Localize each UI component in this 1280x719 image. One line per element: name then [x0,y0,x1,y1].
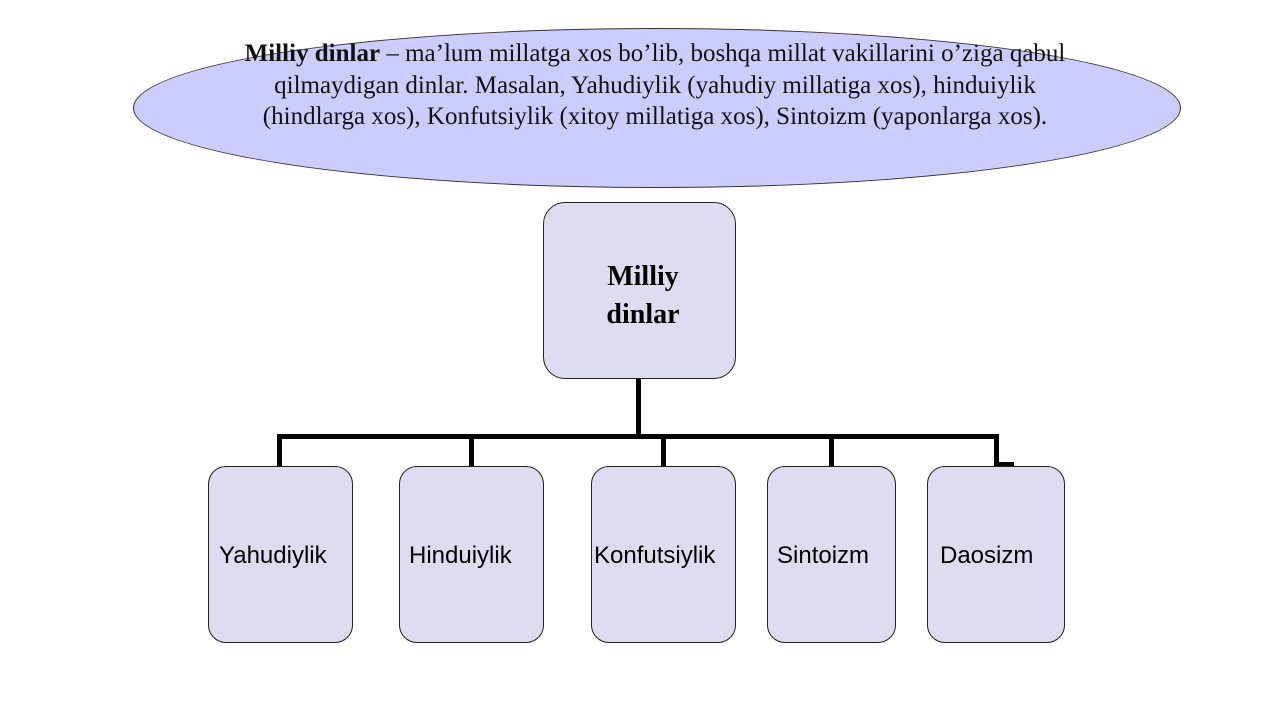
root-node-label-line1: Milliy [607,261,679,292]
child-node-label-4: Sintoizm [777,542,870,569]
child-node-box-3 [591,466,736,643]
connector-horizontal-bus [277,434,999,439]
connector-drop-1 [277,434,282,466]
connector-drop-4 [829,434,834,466]
definition-text: Milliy dinlar – ma’lum millatga xos bo’l… [230,38,1080,133]
definition-term: Milliy dinlar [244,40,381,67]
connector-root-vertical [636,379,641,437]
child-node-label-3: Konfutsiylik [594,542,716,569]
definition-ellipse [133,28,1181,188]
connector-drop-3 [661,434,666,466]
child-node-box-4 [767,466,896,643]
root-node-box [543,202,736,379]
root-node-label: Milliy dinlar [575,258,711,334]
child-node-box-2 [399,466,544,643]
definition-body: – ma’lum millatga xos bo’lib, boshqa mil… [262,40,1066,130]
connector-drop-5-tick [994,462,1014,466]
child-node-box-5 [927,466,1065,643]
child-node-box-1 [208,466,353,643]
root-node-label-line2: dinlar [606,299,680,330]
child-node-label-1: Yahudiylik [219,542,327,569]
child-node-label-2: Hinduiylik [409,542,512,569]
child-node-label-5: Daosizm [940,542,1034,569]
connector-drop-5 [994,434,999,466]
connector-drop-2 [469,434,474,466]
